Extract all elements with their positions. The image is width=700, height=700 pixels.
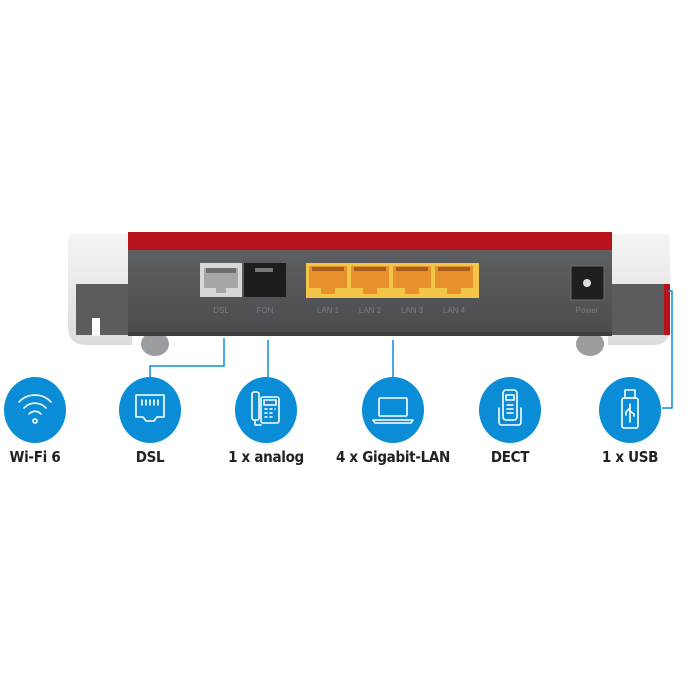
port-label-lan3: LAN 3	[401, 306, 424, 315]
connector-lines	[149, 290, 673, 409]
port-label-power: Power	[576, 306, 599, 315]
fon-port	[244, 263, 286, 297]
usb-stick-icon	[621, 389, 639, 429]
feature-label-lan: 4 x Gigabit-LAN	[335, 448, 451, 466]
laptop-icon	[372, 397, 414, 424]
lan-ports	[306, 263, 479, 298]
feature-circle-analog	[235, 377, 297, 443]
feature-circle-lan	[362, 377, 424, 443]
router-left-cap	[68, 234, 132, 345]
port-label-lan1: LAN 1	[317, 306, 340, 315]
feature-label-usb: 1 x USB	[601, 448, 659, 466]
router-right-cap	[608, 234, 670, 345]
feature-label-dect: DECT	[490, 448, 530, 466]
feature-label-dsl: DSL	[135, 448, 165, 466]
feature-circle-dect	[479, 377, 541, 443]
port-label-lan2: LAN 2	[359, 306, 382, 315]
port-label-lan4: LAN 4	[443, 306, 466, 315]
dsl-port	[200, 263, 242, 297]
router-feet	[141, 332, 604, 356]
port-label-dsl: DSL	[213, 306, 229, 315]
power-jack	[570, 265, 605, 301]
feature-label-analog: 1 x analog	[228, 448, 304, 466]
desk-phone-icon	[251, 391, 280, 426]
cordless-phone-icon	[498, 389, 522, 426]
ethernet-port-icon	[135, 394, 165, 422]
feature-label-wifi: Wi-Fi 6	[9, 448, 61, 466]
port-label-fon: FON	[257, 306, 274, 315]
feature-circle-wifi	[4, 377, 66, 443]
wifi-icon	[18, 394, 52, 424]
feature-circle-dsl	[119, 377, 181, 443]
router-red-top	[128, 232, 612, 252]
